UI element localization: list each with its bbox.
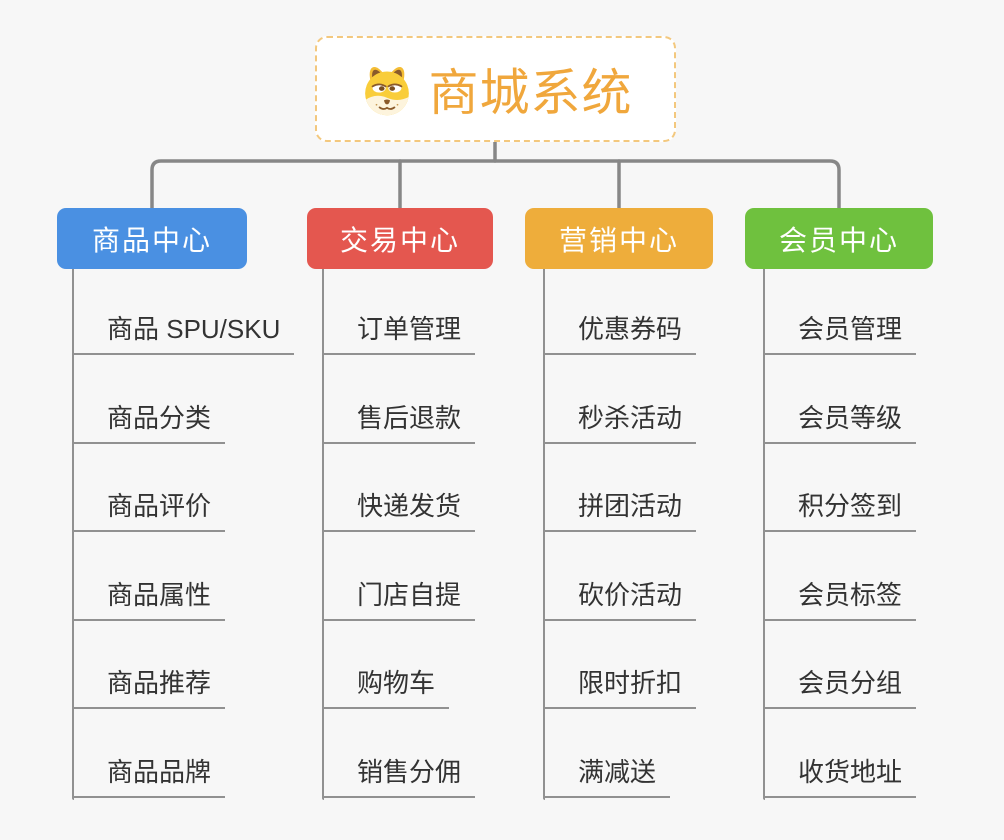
child-cell: 快递发货 — [322, 444, 476, 533]
branch-children-marketing-center: 优惠券码 秒杀活动 拼团活动 砍价活动 限时折扣 满减送 — [543, 266, 697, 798]
child-cell: 限时折扣 — [543, 621, 697, 710]
child-node[interactable]: 满减送 — [543, 752, 671, 798]
child-cell: 商品分类 — [72, 355, 226, 444]
child-node[interactable]: 商品 SPU/SKU — [72, 309, 295, 355]
child-cell: 秒杀活动 — [543, 355, 697, 444]
branch-node-label: 交易中心 — [339, 224, 460, 256]
child-node[interactable]: 销售分佣 — [322, 752, 476, 798]
child-node[interactable]: 收货地址 — [763, 752, 917, 798]
child-cell: 购物车 — [322, 621, 450, 710]
child-cell: 会员标签 — [763, 532, 917, 621]
child-cell: 售后退款 — [322, 355, 476, 444]
child-cell: 商品品牌 — [72, 709, 226, 798]
branch-children-member-center: 会员管理 会员等级 积分签到 会员标签 会员分组 收货地址 — [763, 266, 917, 798]
child-node[interactable]: 砍价活动 — [543, 575, 697, 621]
child-cell: 门店自提 — [322, 532, 476, 621]
child-node[interactable]: 快递发货 — [322, 486, 476, 533]
child-cell: 订单管理 — [322, 266, 476, 355]
child-cell: 会员等级 — [763, 355, 917, 444]
child-cell: 销售分佣 — [322, 709, 476, 798]
child-node[interactable]: 商品分类 — [72, 398, 226, 444]
child-node[interactable]: 积分签到 — [763, 486, 917, 533]
child-cell: 商品 SPU/SKU — [72, 266, 295, 355]
branch-node-trade-center[interactable]: 交易中心 — [307, 208, 493, 269]
branch-node-label: 营销中心 — [558, 224, 679, 256]
child-cell: 砍价活动 — [543, 532, 697, 621]
child-node[interactable]: 商品品牌 — [72, 752, 226, 798]
child-node[interactable]: 优惠券码 — [543, 309, 697, 355]
dog-face-icon — [359, 61, 415, 117]
branch-children-product-center: 商品 SPU/SKU 商品分类 商品评价 商品属性 商品推荐 商品品牌 — [72, 266, 295, 798]
branch-spine-line-product-center — [72, 269, 74, 800]
branch-node-marketing-center[interactable]: 营销中心 — [525, 208, 713, 269]
child-cell: 会员分组 — [763, 621, 917, 710]
child-node[interactable]: 限时折扣 — [543, 663, 697, 710]
child-node[interactable]: 门店自提 — [322, 575, 476, 621]
child-cell: 会员管理 — [763, 266, 917, 355]
child-cell: 商品推荐 — [72, 621, 226, 710]
child-node[interactable]: 会员管理 — [763, 309, 917, 355]
branch-spine-line-marketing-center — [543, 269, 545, 800]
root-node-label: 商城系统 — [428, 65, 633, 121]
child-node[interactable]: 商品评价 — [72, 486, 226, 533]
child-node[interactable]: 秒杀活动 — [543, 398, 697, 444]
child-node[interactable]: 售后退款 — [322, 398, 476, 444]
child-cell: 积分签到 — [763, 444, 917, 533]
branch-node-product-center[interactable]: 商品中心 — [57, 208, 247, 269]
branch-children-trade-center: 订单管理 售后退款 快递发货 门店自提 购物车 销售分佣 — [322, 266, 476, 798]
branch-spine-line-member-center — [763, 269, 765, 800]
child-node[interactable]: 会员等级 — [763, 398, 917, 444]
child-cell: 拼团活动 — [543, 444, 697, 533]
child-cell: 满减送 — [543, 709, 671, 798]
child-node[interactable]: 商品属性 — [72, 575, 226, 621]
child-node[interactable]: 订单管理 — [322, 309, 476, 355]
child-node[interactable]: 会员标签 — [763, 575, 917, 621]
branch-node-label: 商品中心 — [91, 224, 212, 256]
child-cell: 商品属性 — [72, 532, 226, 621]
child-node[interactable]: 拼团活动 — [543, 486, 697, 533]
branch-node-member-center[interactable]: 会员中心 — [745, 208, 933, 269]
root-node[interactable]: 商城系统 — [315, 36, 676, 142]
branch-spine-line-trade-center — [322, 269, 324, 800]
child-node[interactable]: 商品推荐 — [72, 663, 226, 710]
child-cell: 优惠券码 — [543, 266, 697, 355]
child-node[interactable]: 购物车 — [322, 663, 450, 710]
child-node[interactable]: 会员分组 — [763, 663, 917, 710]
branch-node-label: 会员中心 — [778, 224, 899, 256]
child-cell: 收货地址 — [763, 709, 917, 798]
child-cell: 商品评价 — [72, 444, 226, 533]
